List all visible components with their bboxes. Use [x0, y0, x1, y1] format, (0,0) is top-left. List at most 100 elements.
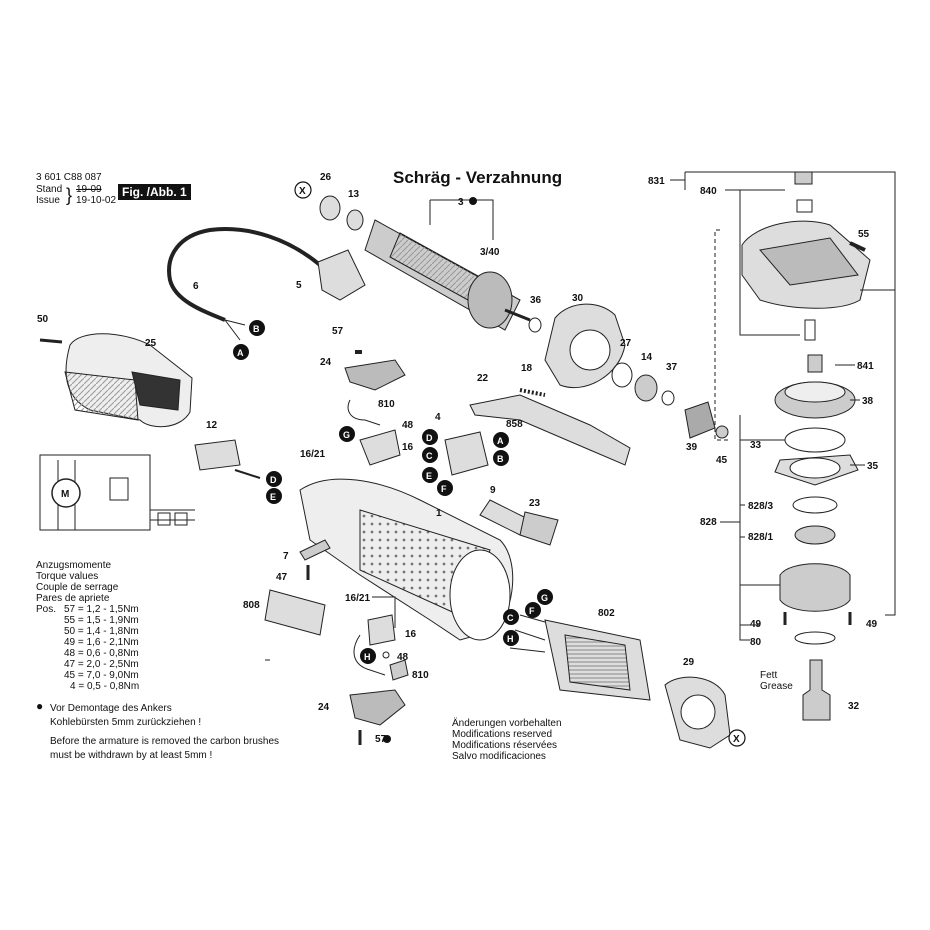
torque-row: 55 = 1,5 - 1,9Nm [64, 615, 139, 626]
marker-b: B [497, 454, 504, 464]
marker-g: G [343, 430, 350, 440]
mod-note: Salvo modificaciones [452, 751, 546, 762]
label-55: 55 [858, 229, 870, 240]
marker-a: A [237, 348, 244, 358]
marker-h: H [364, 652, 371, 662]
mod-note: Modifications reserved [452, 729, 553, 740]
label-840: 840 [700, 186, 717, 197]
motor-symbol-icon [51, 478, 81, 508]
marker-x-icon [728, 729, 746, 747]
label-23: 23 [529, 498, 541, 509]
torque-title-fr: Couple de serrage [36, 582, 119, 593]
issue-value: 19-10-02 [76, 195, 117, 206]
bullet-icon: ● [36, 699, 44, 713]
marker-f: F [529, 606, 535, 616]
label-49: 49 [750, 619, 762, 630]
label-3-40: 3/40 [480, 247, 500, 258]
label-810: 810 [412, 670, 429, 681]
torque-row: 47 = 2,0 - 2,5Nm [64, 659, 139, 670]
marker-g: G [541, 593, 548, 603]
label-14: 14 [641, 352, 653, 363]
issue-label: Issue [36, 195, 60, 206]
figure-label: Fig. /Abb. 1 [118, 184, 191, 200]
torque-title-es: Pares de apriete [36, 593, 110, 604]
marker-x-icon [294, 181, 312, 199]
label-5: 5 [296, 280, 302, 291]
label-810: 810 [378, 399, 395, 410]
label-49: 49 [866, 619, 878, 630]
torque-row: 45 = 7,0 - 9,0Nm [64, 670, 139, 681]
label-32: 32 [848, 701, 860, 712]
label-16-21: 16/21 [300, 449, 325, 460]
label-36: 36 [530, 295, 542, 306]
torque-title-en: Torque values [36, 571, 99, 582]
stand-label: Stand [36, 184, 63, 195]
label-48: 48 [397, 652, 409, 663]
label-16: 16 [405, 629, 417, 640]
brace-icon: } [66, 185, 73, 205]
label-12: 12 [206, 420, 218, 431]
part-number: 3 601 C88 087 [36, 172, 102, 183]
label-45: 45 [716, 455, 728, 466]
label-24: 24 [320, 357, 332, 368]
label-25: 25 [145, 338, 157, 349]
label-9: 9 [490, 485, 496, 496]
label-13: 13 [348, 189, 360, 200]
label-39: 39 [686, 442, 698, 453]
label-828: 828 [700, 517, 717, 528]
label-38: 38 [862, 396, 874, 407]
note-en-2: must be withdrawn by at least 5mm ! [50, 750, 213, 761]
marker-e: E [270, 492, 276, 502]
torque-row: 49 = 1,6 - 2,1Nm [64, 637, 139, 648]
label-24: 24 [318, 702, 330, 713]
label-6: 6 [193, 281, 199, 292]
label-33: 33 [750, 440, 762, 451]
marker-e: E [426, 471, 432, 481]
motor-symbol-label: M [61, 489, 69, 500]
label-22: 22 [477, 373, 489, 384]
label-29: 29 [683, 657, 695, 668]
marker-x-label: X [299, 186, 306, 197]
note-de-2: Kohlebürsten 5mm zurückziehen ! [50, 717, 202, 728]
note-de-1: Vor Demontage des Ankers [50, 703, 172, 714]
label-802: 802 [598, 608, 615, 619]
marker-f: F [441, 484, 447, 494]
label-841: 841 [857, 361, 874, 372]
label-37: 37 [666, 362, 678, 373]
torque-title-de: Anzugsmomente [36, 560, 112, 571]
marker-c: C [426, 451, 433, 461]
diagram-title: Schräg - Verzahnung [393, 168, 563, 187]
label-80: 80 [750, 637, 762, 648]
grease-label: Grease [760, 681, 793, 692]
label-3: 3 [458, 197, 464, 208]
label-16: 16 [402, 442, 414, 453]
torque-row: 50 = 1,4 - 1,8Nm [64, 626, 139, 637]
label-30: 30 [572, 293, 584, 304]
label-18: 18 [521, 363, 533, 374]
note-en-1: Before the armature is removed the carbo… [50, 736, 280, 747]
stand-value: 19-09 [76, 184, 102, 195]
marker-d: D [426, 433, 433, 443]
label-57: 57 [332, 326, 344, 337]
label-831: 831 [648, 176, 665, 187]
fett-label: Fett [760, 670, 778, 681]
mod-note: Modifications réservées [452, 740, 558, 751]
label-828-3: 828/3 [748, 501, 773, 512]
marker-b: B [253, 324, 260, 334]
label-828-1: 828/1 [748, 532, 773, 543]
label-4: 4 [435, 412, 441, 423]
label-26: 26 [320, 172, 332, 183]
label-47: 47 [276, 572, 288, 583]
mod-note: Änderungen vorbehalten [452, 718, 562, 729]
marker-a: A [497, 436, 504, 446]
torque-pos-label: Pos. [36, 604, 57, 615]
label-27: 27 [620, 338, 632, 349]
label-50: 50 [37, 314, 49, 325]
label-48: 48 [402, 420, 414, 431]
marker-d: D [270, 475, 277, 485]
label-16-21: 16/21 [345, 593, 370, 604]
label-1: 1 [436, 508, 442, 519]
part-labels: 3 3/40 26 13 5 6 50 25 57 24 810 48 16/2… [37, 172, 879, 745]
